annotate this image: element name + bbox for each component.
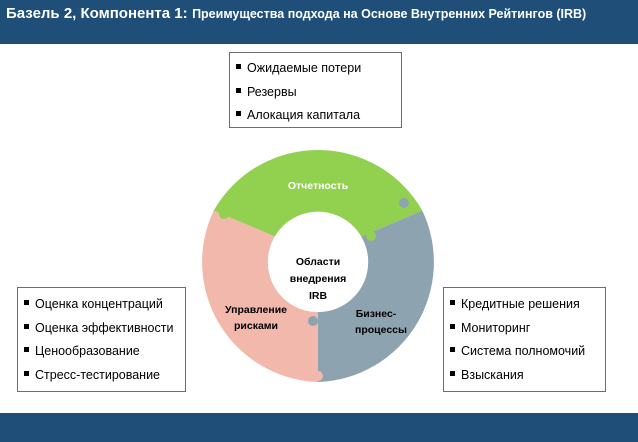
list-item: Стресс-тестирование	[24, 364, 185, 388]
puzzle-knob	[313, 371, 323, 381]
center-label-line1: Области	[296, 256, 340, 268]
bullet-icon	[450, 347, 455, 353]
box-risk-items: Оценка концентраций Оценка эффективности…	[17, 287, 186, 392]
list-item: Ожидаемые потери	[236, 57, 401, 81]
list-item: Оценка эффективности	[24, 317, 185, 341]
bullet-icon	[236, 87, 241, 93]
title-main: Базель 2, Компонента 1:	[6, 5, 188, 22]
center-label-line2: внедрения	[290, 273, 346, 285]
bullet-icon	[24, 300, 29, 306]
segment-label-risk-line1: Управление	[225, 304, 287, 316]
header-bar: Базель 2, Компонента 1: Преимущества под…	[0, 0, 638, 44]
bullet-icon	[236, 111, 241, 117]
list-item: Резервы	[236, 81, 401, 105]
list-item: Мониторинг	[450, 317, 605, 341]
list-item: Алокация капитала	[236, 104, 401, 128]
puzzle-knob	[399, 198, 409, 208]
segment-label-business-line1: Бизнес-	[356, 308, 397, 320]
puzzle-knob	[308, 316, 318, 326]
page-title: Базель 2, Компонента 1: Преимущества под…	[6, 5, 632, 23]
bullet-icon	[450, 300, 455, 306]
center-circle	[268, 212, 368, 312]
bullet-icon	[24, 370, 29, 376]
footer-bar	[0, 413, 638, 442]
puzzle-knob	[219, 209, 229, 219]
bullet-icon	[450, 370, 455, 376]
list-item: Ценообразование	[24, 340, 185, 364]
list-item: Система полномочий	[450, 340, 605, 364]
segment-reporting	[213, 149, 423, 237]
segment-label-reporting: Отчетность	[288, 180, 349, 192]
center-label-line3: IRB	[309, 290, 328, 302]
segment-label-business-line2: процессы	[355, 324, 407, 336]
box-business-items: Кредитные решения Мониторинг Система пол…	[443, 287, 606, 392]
segment-label-risk-line2: рисками	[234, 320, 278, 332]
title-subtitle: Преимущества подхода на Основе Внутренни…	[192, 7, 587, 21]
puzzle-knob	[262, 216, 272, 226]
box-reporting-items: Ожидаемые потери Резервы Алокация капита…	[229, 52, 402, 128]
bullet-icon	[450, 323, 455, 329]
segment-business-processes	[318, 210, 434, 382]
list-item: Оценка концентраций	[24, 293, 185, 317]
list-item: Взыскания	[450, 364, 605, 388]
bullet-icon	[24, 323, 29, 329]
segment-risk-management	[202, 210, 318, 382]
list-item: Кредитные решения	[450, 293, 605, 317]
bullet-icon	[24, 347, 29, 353]
bullet-icon	[236, 64, 241, 70]
puzzle-knob	[366, 231, 376, 241]
